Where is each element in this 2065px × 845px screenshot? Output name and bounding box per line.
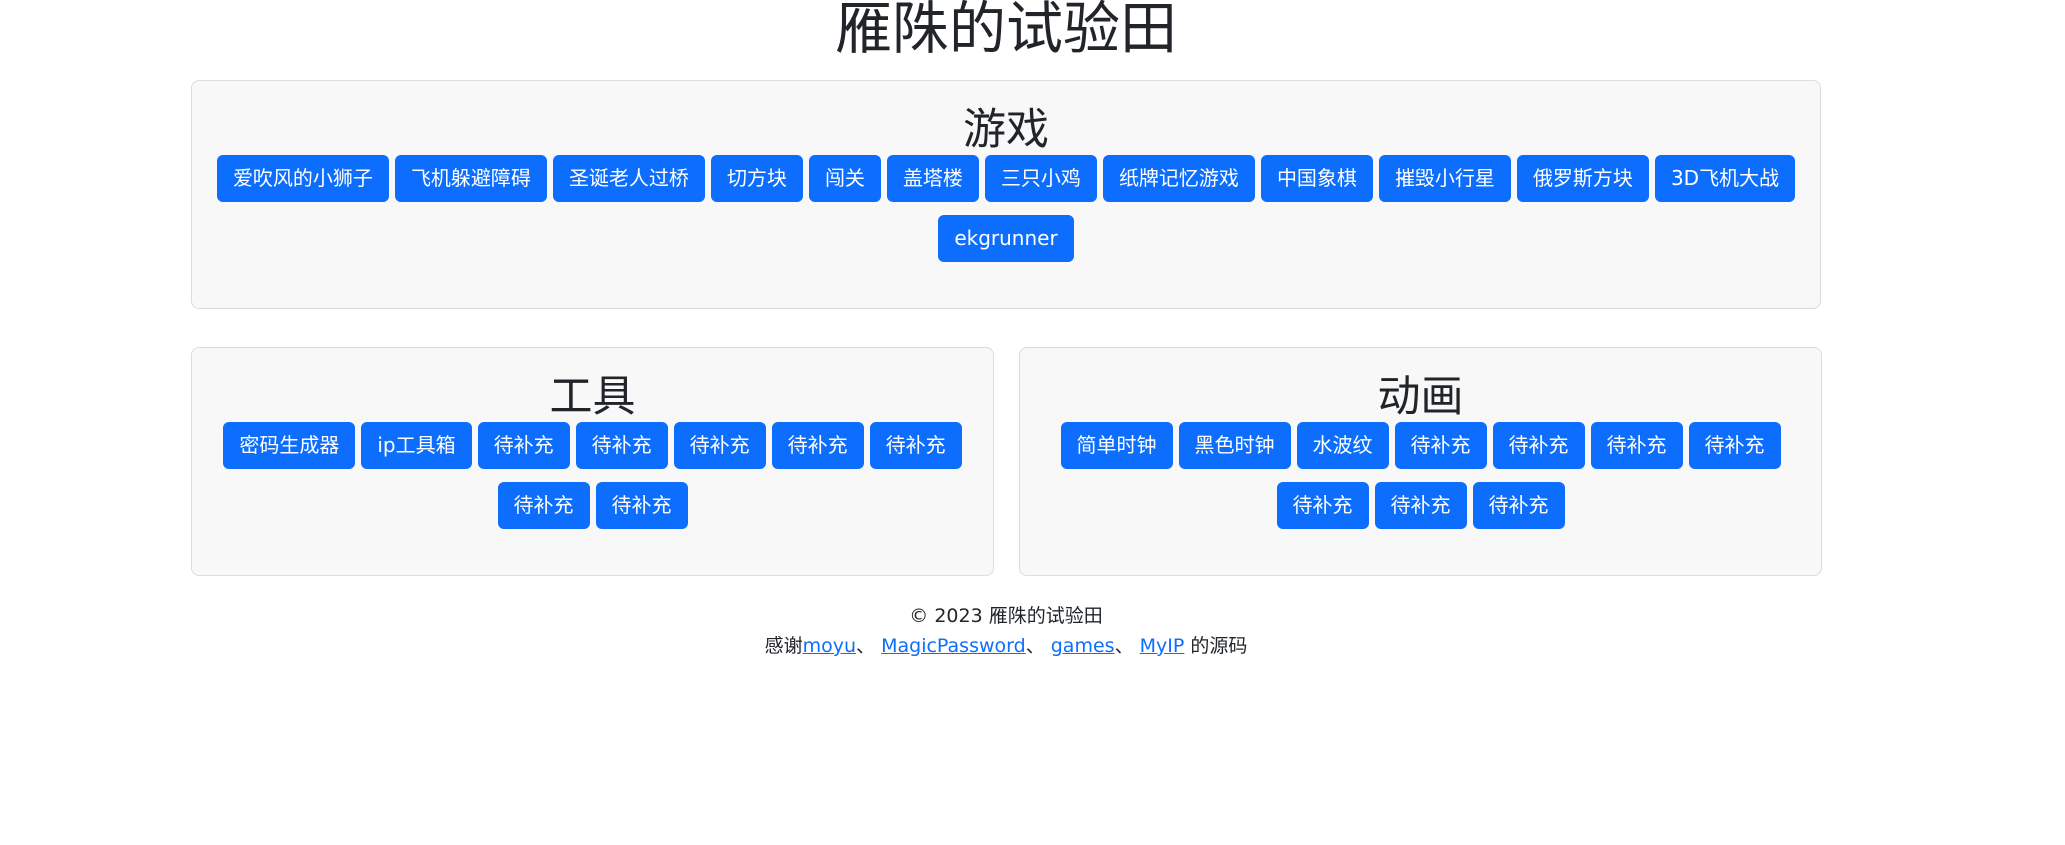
tool-button-placeholder[interactable]: 待补充: [477, 422, 570, 469]
tool-button-placeholder[interactable]: 待补充: [575, 422, 668, 469]
tool-button-password-generator[interactable]: 密码生成器: [223, 422, 356, 469]
footer-link-games[interactable]: games: [1050, 635, 1115, 657]
game-button-asteroids[interactable]: 摧毁小行星: [1378, 155, 1511, 202]
tools-button-group: 密码生成器 ip工具箱 待补充 待补充 待补充 待补充 待补充 待补充 待补充: [192, 422, 993, 529]
footer-copyright: © 2023 雁陎的试验田: [909, 605, 1103, 627]
footer-link-magicpassword[interactable]: MagicPassword: [881, 635, 1026, 657]
game-button-santa-bridge[interactable]: 圣诞老人过桥: [552, 155, 705, 202]
animation-button-placeholder[interactable]: 待补充: [1590, 422, 1683, 469]
animation-button-placeholder[interactable]: 待补充: [1492, 422, 1585, 469]
footer-separator: 、: [1025, 635, 1045, 657]
footer-link-moyu[interactable]: moyu: [802, 635, 857, 657]
game-button-ekgrunner[interactable]: ekgrunner: [938, 215, 1074, 262]
footer-thanks: 感谢moyu、 MagicPassword、 games、 MyIP 的源码: [0, 632, 2012, 660]
animation-card-title: 动画: [1377, 372, 1464, 422]
tool-button-placeholder[interactable]: 待补充: [673, 422, 766, 469]
game-button-card-memory[interactable]: 纸牌记忆游戏: [1102, 155, 1255, 202]
tools-card-title: 工具: [549, 372, 636, 422]
animation-card: 动画 简单时钟 黑色时钟 水波纹 待补充 待补充 待补充 待补充 待补充 待补充…: [1019, 347, 1822, 576]
footer-thanks-prefix: 感谢: [764, 635, 803, 657]
game-button-tower[interactable]: 盖塔楼: [886, 155, 979, 202]
animation-button-black-clock[interactable]: 黑色时钟: [1178, 422, 1291, 469]
footer-separator: 、: [856, 635, 876, 657]
game-button-3d-plane[interactable]: 3D飞机大战: [1654, 155, 1796, 202]
tool-button-placeholder[interactable]: 待补充: [595, 482, 688, 529]
games-card-title: 游戏: [963, 105, 1049, 155]
animation-button-simple-clock[interactable]: 简单时钟: [1060, 422, 1173, 469]
tool-button-placeholder[interactable]: 待补充: [771, 422, 864, 469]
footer-separator: 、: [1114, 635, 1134, 657]
animation-button-placeholder[interactable]: 待补充: [1374, 482, 1467, 529]
page-title: 雁陎的试验田: [835, 0, 1177, 62]
game-button-three-chicks[interactable]: 三只小鸡: [984, 155, 1097, 202]
game-button-chinese-chess[interactable]: 中国象棋: [1260, 155, 1373, 202]
animation-button-placeholder[interactable]: 待补充: [1276, 482, 1369, 529]
games-card: 游戏 爱吹风的小狮子 飞机躲避障碍 圣诞老人过桥 切方块 闯关 盖塔楼 三只小鸡…: [191, 80, 1821, 309]
footer-link-myip[interactable]: MyIP: [1139, 635, 1185, 657]
game-button-levels[interactable]: 闯关: [808, 155, 881, 202]
game-button-cut-blocks[interactable]: 切方块: [710, 155, 803, 202]
tool-button-ip-toolbox[interactable]: ip工具箱: [361, 422, 472, 469]
animation-button-placeholder[interactable]: 待补充: [1394, 422, 1487, 469]
game-button-plane-dodge[interactable]: 飞机躲避障碍: [394, 155, 547, 202]
animation-button-group: 简单时钟 黑色时钟 水波纹 待补充 待补充 待补充 待补充 待补充 待补充 待补…: [1020, 422, 1821, 529]
tool-button-placeholder[interactable]: 待补充: [869, 422, 962, 469]
games-button-group: 爱吹风的小狮子 飞机躲避障碍 圣诞老人过桥 切方块 闯关 盖塔楼 三只小鸡 纸牌…: [192, 155, 1820, 262]
animation-button-placeholder[interactable]: 待补充: [1688, 422, 1781, 469]
animation-button-ripple[interactable]: 水波纹: [1296, 422, 1389, 469]
tool-button-placeholder[interactable]: 待补充: [497, 482, 590, 529]
game-button-lion[interactable]: 爱吹风的小狮子: [216, 155, 389, 202]
game-button-tetris[interactable]: 俄罗斯方块: [1516, 155, 1649, 202]
animation-button-placeholder[interactable]: 待补充: [1472, 482, 1565, 529]
tools-card: 工具 密码生成器 ip工具箱 待补充 待补充 待补充 待补充 待补充 待补充 待…: [191, 347, 994, 576]
footer-thanks-suffix: 的源码: [1184, 635, 1248, 657]
